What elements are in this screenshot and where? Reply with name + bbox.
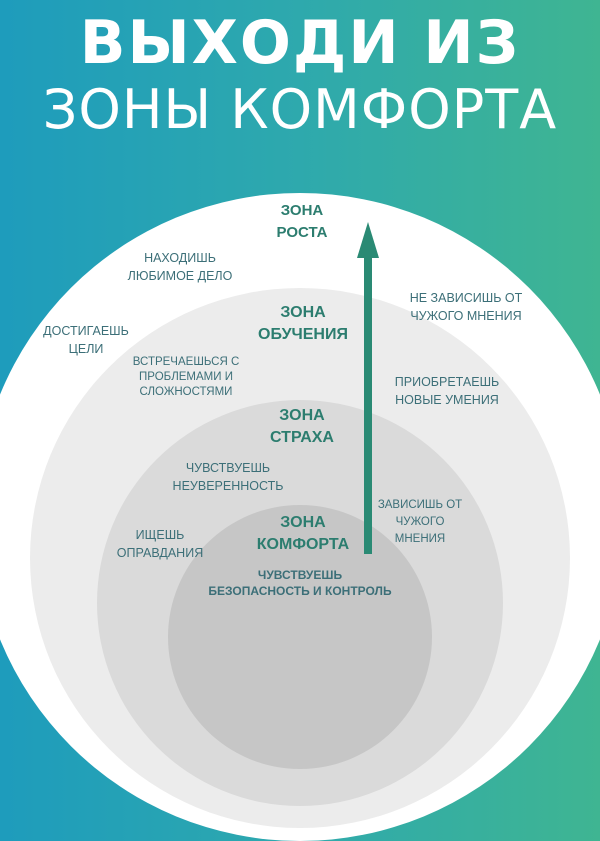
learning-zone-title: ЗОНА ОБУЧЕНИЯ (258, 304, 348, 343)
fear-item-dependent: ЗАВИСИШЬ ОТ ЧУЖОГО МНЕНИЯ (377, 499, 463, 545)
growth-item-independent: НЕ ЗАВИСИШЬ ОТ ЧУЖОГО МНЕНИЯ (409, 291, 523, 323)
comfort-item-safety: ЧУВСТВУЕШЬ БЕЗОПАСНОСТЬ И КОНТРОЛЬ (208, 568, 392, 598)
growth-item-find-passion: НАХОДИШЬ ЛЮБИМОЕ ДЕЛО (127, 251, 233, 283)
growth-arrow-icon (357, 222, 379, 554)
fear-zone-title: ЗОНА СТРАХА (270, 407, 334, 446)
learning-item-problems: ВСТРЕЧАЕШЬСЯ С ПРОБЛЕМАМИ И СЛОЖНОСТЯМИ (132, 356, 240, 398)
fear-item-excuses: ИЩЕШЬ ОПРАВДАНИЯ (116, 528, 204, 560)
growth-item-goals: ДОСТИГАЕШЬ ЦЕЛИ (43, 324, 129, 356)
title-line-1: ВЫХОДИ ИЗ (79, 8, 521, 78)
comfort-zone-title: ЗОНА КОМФОРТА (256, 514, 350, 553)
growth-zone-title: ЗОНА РОСТА (276, 202, 328, 241)
learning-item-skills: ПРИОБРЕТАЕШЬ НОВЫЕ УМЕНИЯ (394, 375, 500, 407)
fear-item-uncertainty: ЧУВСТВУЕШЬ НЕУВЕРЕННОСТЬ (172, 461, 284, 493)
title-line-2: ЗОНЫ КОМФОРТА (42, 78, 558, 141)
